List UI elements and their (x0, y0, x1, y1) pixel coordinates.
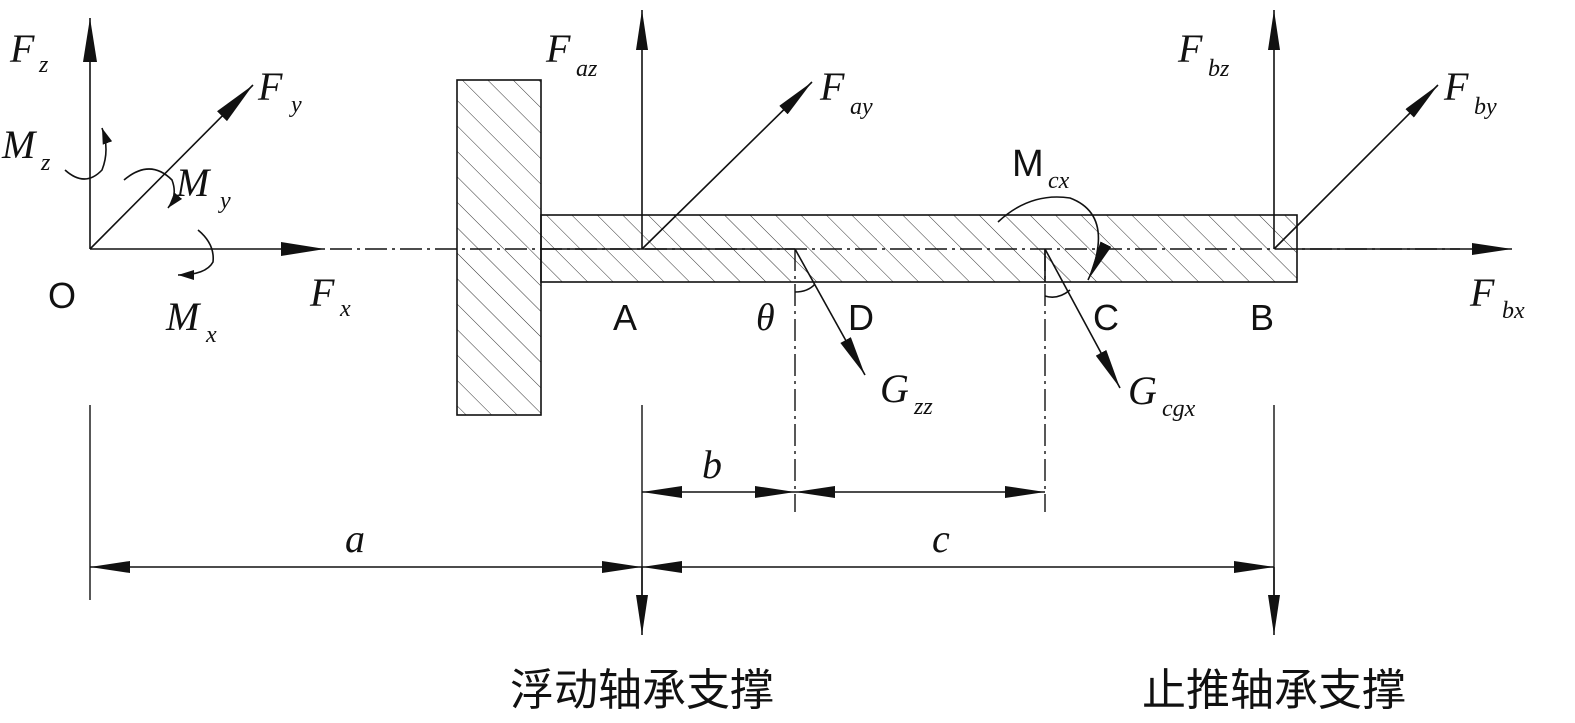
svg-text:M: M (165, 294, 202, 339)
label-fx: F x (309, 270, 351, 322)
label-gcgx: G cgx (1128, 368, 1196, 422)
origin-axes (64, 18, 325, 280)
point-c-label: C (1093, 297, 1119, 338)
svg-text:cgx: cgx (1162, 396, 1196, 422)
svg-text:F: F (545, 26, 571, 71)
svg-text:F: F (1469, 270, 1495, 315)
thrust-bearing-label: 止推轴承支撑 (1142, 665, 1406, 716)
svg-text:bz: bz (1208, 56, 1230, 82)
label-fz: F z (9, 26, 49, 78)
moment-my-arc (123, 168, 183, 209)
dimension-b: b (642, 442, 795, 498)
label-my: M y (175, 160, 231, 214)
c-angle-arc (1044, 289, 1071, 298)
svg-text:G: G (880, 366, 909, 411)
svg-text:F: F (309, 270, 335, 315)
impeller-disk (456, 79, 542, 416)
point-o-label: O (48, 275, 76, 316)
label-mz: M z (1, 122, 51, 176)
dimension-a: a (90, 516, 642, 573)
svg-text:x: x (205, 322, 217, 348)
label-faz: F az (545, 26, 598, 82)
svg-text:F: F (9, 26, 35, 71)
svg-text:az: az (576, 56, 598, 82)
y-axis-arrow (89, 84, 254, 250)
svg-text:ay: ay (850, 94, 873, 120)
svg-text:F: F (1443, 64, 1469, 109)
label-mx: M x (165, 294, 217, 348)
moment-mx-arc (177, 229, 215, 280)
svg-text:y: y (218, 188, 231, 214)
svg-text:y: y (289, 92, 302, 118)
svg-text:a: a (345, 516, 365, 561)
svg-text:c: c (932, 516, 950, 561)
svg-text:z: z (38, 52, 49, 78)
moment-mcx-arc (997, 196, 1112, 281)
svg-text:z: z (40, 150, 51, 176)
svg-text:F: F (819, 64, 845, 109)
extension-lines (89, 405, 1275, 600)
svg-text:bx: bx (1502, 298, 1525, 324)
label-fbx: F bx (1469, 270, 1525, 324)
svg-text:M: M (1, 122, 38, 167)
moment-mz-arc (64, 127, 113, 180)
theta-arc (794, 283, 816, 293)
label-fbz: F bz (1177, 26, 1230, 82)
force-gzz-arrow (794, 248, 866, 376)
svg-text:M: M (175, 160, 212, 205)
theta-label: θ (756, 297, 775, 339)
svg-text:G: G (1128, 368, 1157, 413)
label-fby: F by (1443, 64, 1497, 120)
point-d-label: D (848, 297, 874, 338)
label-fy: F y (257, 64, 302, 118)
svg-text:b: b (702, 442, 722, 487)
force-fby-arrow (1273, 84, 1439, 250)
svg-text:by: by (1474, 94, 1497, 120)
point-b-label: B (1250, 297, 1274, 338)
label-mcx: M cx (1012, 143, 1070, 194)
label-fay: F ay (819, 64, 873, 120)
svg-text:zz: zz (913, 394, 933, 420)
floating-bearing-label: 浮动轴承支撑 (510, 665, 774, 716)
svg-text:x: x (339, 296, 351, 322)
label-gzz: G zz (880, 366, 933, 420)
svg-text:F: F (1177, 26, 1203, 71)
svg-text:F: F (257, 64, 283, 109)
force-fay-arrow (641, 81, 813, 250)
svg-text:M: M (1012, 143, 1044, 185)
point-a-label: A (613, 297, 637, 338)
dimension-c: c (642, 516, 1274, 573)
svg-text:cx: cx (1048, 168, 1070, 194)
force-gcgx-arrow (1044, 248, 1121, 389)
